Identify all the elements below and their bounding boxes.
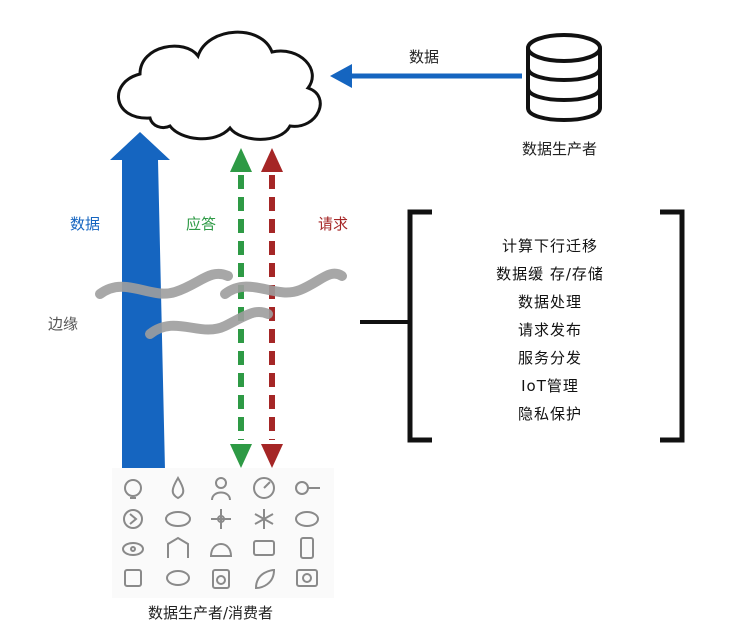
right-bracket: [660, 209, 685, 443]
response-arrow: [230, 148, 252, 468]
washer-icon: [212, 569, 230, 589]
function-item: 数据缓 存/存储: [496, 265, 604, 283]
function-item: IoT管理: [521, 377, 579, 395]
edge-function-list: 计算下行迁移 数据缓 存/存储 数据处理 请求发布 服务分发 IoT管理 隐私保…: [445, 232, 655, 428]
camera-icon: [296, 569, 318, 587]
function-item: 数据处理: [517, 293, 582, 311]
fan-icon: [211, 509, 231, 529]
eye-icon: [122, 542, 144, 556]
device-icon-grid: [112, 468, 334, 598]
bulb-icon: [124, 479, 142, 499]
response-label: 应答: [186, 215, 217, 233]
person-icon: [211, 477, 231, 501]
request-label: 请求: [318, 215, 349, 233]
top-data-label: 数据: [409, 48, 440, 66]
data-label: 数据: [70, 215, 101, 233]
thermostat-icon: [124, 569, 142, 587]
request-arrow: [261, 148, 283, 468]
leaf-icon: [254, 568, 276, 590]
left-bracket: [407, 209, 432, 443]
tv-icon: [253, 540, 275, 556]
producer-label: 数据生产者: [522, 140, 598, 158]
plug-icon: [123, 509, 143, 529]
upstream-data-arrow: [110, 132, 170, 470]
meter-icon: [253, 477, 275, 499]
router-icon: [295, 511, 319, 527]
function-item: 计算下行迁移: [501, 237, 598, 255]
watch-icon: [166, 570, 190, 586]
garage-icon: [167, 536, 189, 558]
function-item: 隐私保护: [517, 405, 582, 423]
function-item: 请求发布: [517, 321, 582, 339]
key-icon: [295, 481, 320, 495]
function-item: 服务分发: [517, 349, 582, 367]
cloud-icon: [117, 30, 322, 141]
drop-icon: [171, 476, 185, 500]
edge-label: 边缘: [48, 315, 79, 333]
edge-wave-icon: [95, 268, 347, 339]
phone-icon: [300, 537, 314, 559]
database-icon: [526, 33, 602, 122]
helmet-icon: [209, 543, 233, 557]
snowflake-icon: [254, 509, 274, 529]
car-icon: [165, 511, 191, 527]
data-to-cloud-arrow: [330, 64, 522, 88]
devices-label: 数据生产者/消费者: [148, 604, 274, 622]
